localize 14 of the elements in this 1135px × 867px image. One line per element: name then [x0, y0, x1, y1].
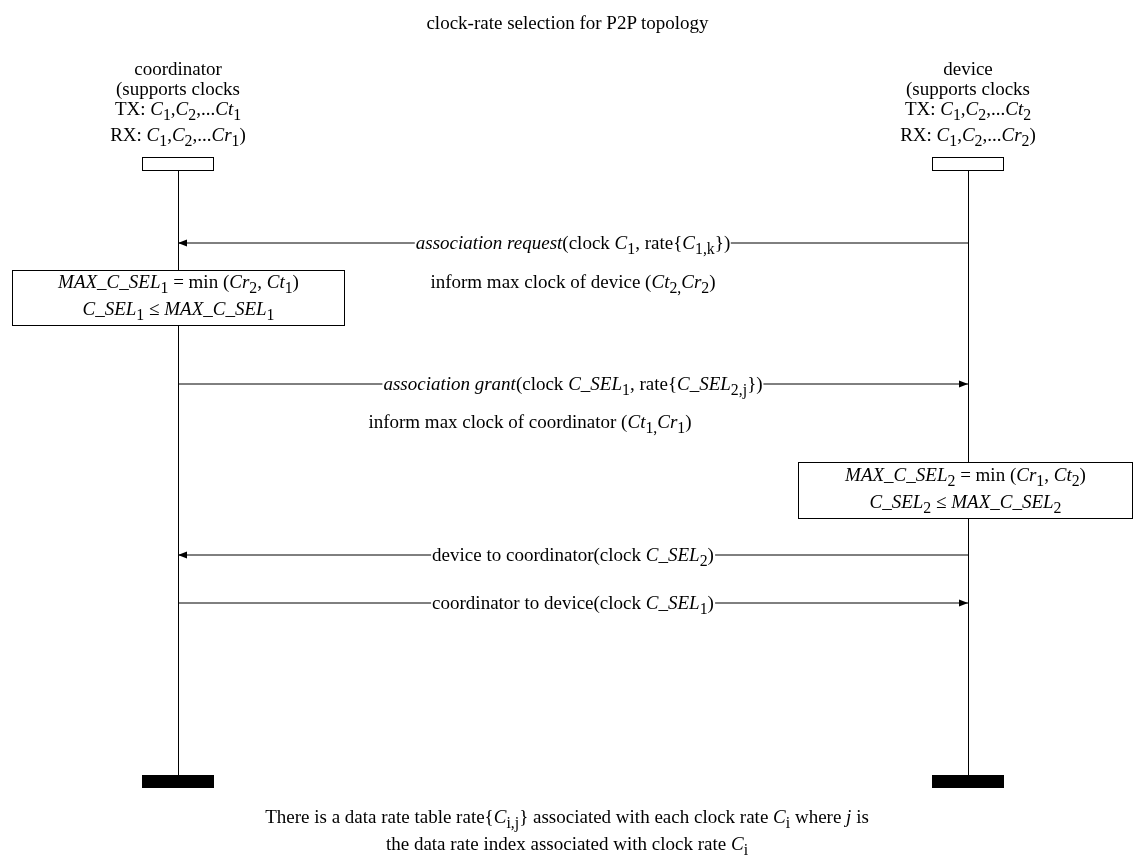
annotation-text: inform max clock of device (Ct$_{2,}$Cr$_{2}$): [430, 271, 716, 298]
participant-label: (supports clocks TX: C$_{1}$,C$_{2}$,...Ct$_{1}$ RX: C$_{1}$,C$_{2}$,...Cr$_{1}$): [109, 79, 247, 151]
annotation-text: inform max clock of coordinator (Ct$_{1,}$Cr$_{1}$): [368, 411, 692, 438]
message-label: association request(clock C$_{1}$, rate{C$_{1,k}$}): [414, 232, 732, 259]
note-box: [12, 270, 345, 326]
participant-label: device: [942, 59, 994, 80]
caption: There is a data rate table rate{C$_{i,j}$} associated with each clock rate C$_{i}$ where j is the data rate index associated with clock rate C$_{i}$: [264, 806, 870, 860]
participant-label: (supports clocks TX: C$_{1}$,C$_{2}$,...Ct$_{2}$ RX: C$_{1}$,C$_{2}$,...Cr$_{2}$): [899, 79, 1037, 151]
participant-label: coordinator: [133, 59, 223, 80]
formula-text: MAX_C_SEL$_{1}$ = min (Cr$_{2}$, Ct$_{1}$) C_SEL$_{1}$ ≤ MAX_C_SEL$_{1}$: [58, 271, 299, 325]
formula-text: MAX_C_SEL$_{2}$ = min (Cr$_{1}$, Ct$_{2}$) C_SEL$_{2}$ ≤ MAX_C_SEL$_{2}$: [845, 463, 1086, 518]
note-box: [798, 462, 1133, 519]
message-label: association grant(clock C_SEL$_{1}$, rate{C_SEL$_{2,j}$}): [382, 373, 764, 400]
diagram-title: clock-rate selection for P2P topology: [425, 12, 710, 33]
